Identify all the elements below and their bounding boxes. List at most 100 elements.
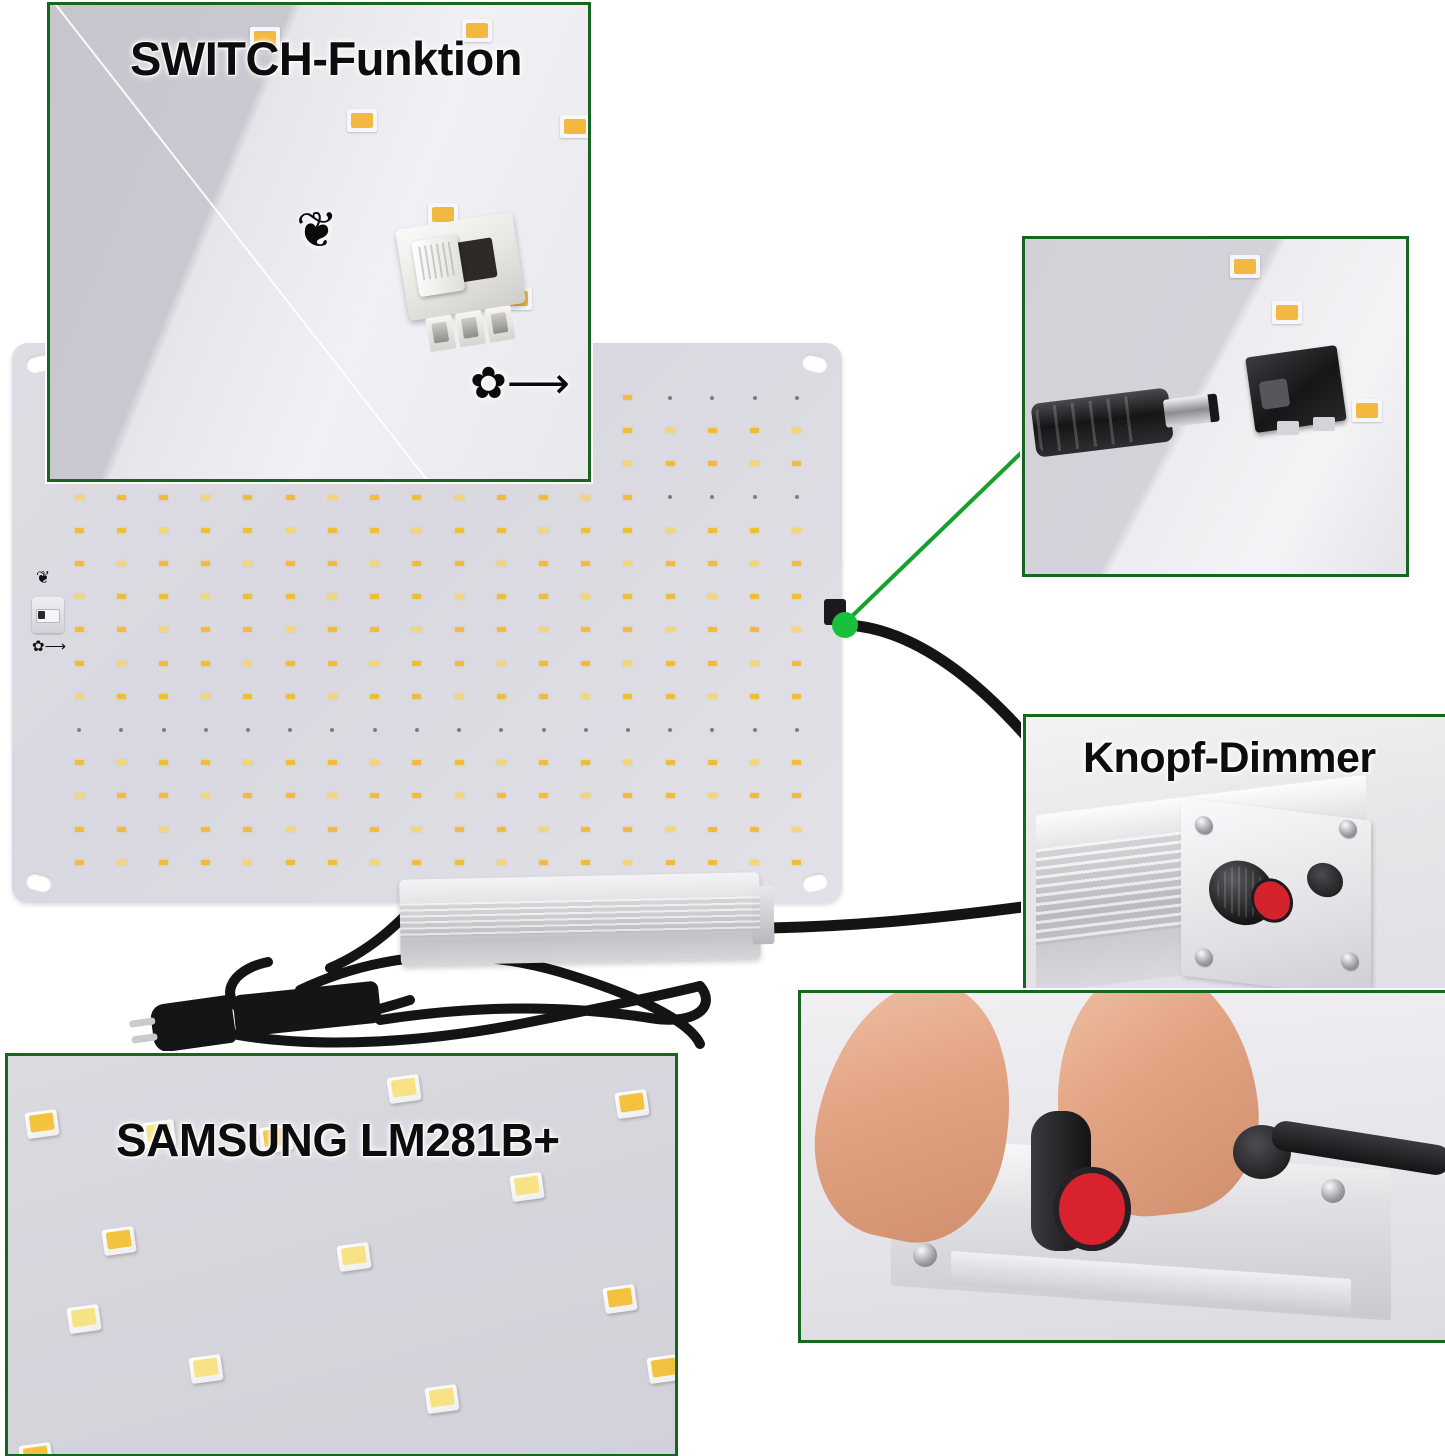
led-diode xyxy=(707,561,717,567)
led-diode xyxy=(665,627,675,633)
led-diode xyxy=(116,627,126,633)
led-diode xyxy=(74,693,84,699)
led-diode xyxy=(752,495,757,500)
led-diode xyxy=(794,395,799,400)
led-diode xyxy=(74,561,84,567)
led-diode xyxy=(159,494,169,500)
solder-pad xyxy=(1277,421,1299,435)
led-diode xyxy=(707,660,717,666)
led-diode xyxy=(623,793,633,799)
switch-lever[interactable] xyxy=(36,609,60,623)
led-diode xyxy=(668,727,673,732)
led-diode xyxy=(159,859,169,865)
led-diode xyxy=(792,527,802,533)
led-diode xyxy=(581,760,591,766)
toggle-switch-closeup[interactable] xyxy=(395,211,535,363)
led-diode xyxy=(412,627,422,633)
veg-bloom-switch[interactable]: ❦ ✿⟶ xyxy=(28,569,78,671)
smd-diode xyxy=(1272,301,1302,324)
led-diode xyxy=(707,793,717,799)
led-diode xyxy=(285,527,295,533)
smd-diode xyxy=(1230,255,1260,278)
led-diode xyxy=(496,527,506,533)
samsung-lm281b-diode xyxy=(646,1353,675,1385)
switch-body[interactable] xyxy=(32,597,64,633)
dimmer-knob[interactable] xyxy=(1031,1111,1131,1261)
led-diode xyxy=(412,793,422,799)
dimmer-knob[interactable] xyxy=(1209,856,1293,935)
leaf-icon: ❦ xyxy=(296,202,338,258)
led-diode xyxy=(496,793,506,799)
solder-pad xyxy=(1313,417,1335,431)
samsung-lm281b-diode xyxy=(24,1108,60,1140)
led-diode xyxy=(794,495,799,500)
inline-power-switch[interactable] xyxy=(232,980,382,1038)
led-diode xyxy=(496,760,506,766)
led-diode xyxy=(581,793,591,799)
led-diode xyxy=(457,727,462,732)
led-diode xyxy=(710,727,715,732)
led-diode xyxy=(581,859,591,865)
led-diode xyxy=(285,594,295,600)
dc-connector-callout xyxy=(1022,236,1409,577)
led-diode xyxy=(243,760,253,766)
led-diode xyxy=(792,760,802,766)
led-diode xyxy=(665,527,675,533)
samsung-lm281b-diode xyxy=(509,1171,545,1203)
switch-pin xyxy=(484,305,516,343)
led-diode xyxy=(116,594,126,600)
led-diode xyxy=(327,826,337,832)
eu-power-plug xyxy=(128,994,237,1054)
led-diode xyxy=(499,727,504,732)
led-diode xyxy=(327,494,337,500)
led-diode xyxy=(243,859,253,865)
led-diode xyxy=(159,826,169,832)
led-diode xyxy=(243,494,253,500)
led-diode xyxy=(750,461,760,467)
led-diode xyxy=(201,561,211,567)
switch-pin xyxy=(455,309,487,348)
samsung-lm281b-diode xyxy=(101,1225,137,1257)
led-diode xyxy=(74,627,84,633)
led-diode xyxy=(370,793,380,799)
flower-arrow-icon: ✿⟶ xyxy=(32,638,67,655)
knob-red-face[interactable] xyxy=(1053,1167,1131,1251)
led-diode xyxy=(159,594,169,600)
led-diode xyxy=(623,527,633,533)
callout-title-switch: SWITCH-Funktion xyxy=(130,32,522,85)
led-diode xyxy=(243,561,253,567)
led-diode xyxy=(285,793,295,799)
driver-end-cap xyxy=(751,885,775,945)
led-diode xyxy=(285,627,295,633)
led-diode xyxy=(623,494,633,500)
led-diode xyxy=(792,859,802,865)
led-diode xyxy=(74,826,84,832)
led-diode xyxy=(370,693,380,699)
led-diode xyxy=(159,660,169,666)
led-diode xyxy=(750,693,760,699)
led-diode xyxy=(623,428,633,434)
led-diode xyxy=(752,727,757,732)
plug-tip xyxy=(1162,393,1220,428)
led-diode xyxy=(794,727,799,732)
led-diode xyxy=(707,826,717,832)
led-diode xyxy=(665,693,675,699)
led-diode xyxy=(372,727,377,732)
led-diode xyxy=(159,760,169,766)
led-diode xyxy=(665,760,675,766)
led-diode xyxy=(792,793,802,799)
led-diode xyxy=(623,627,633,633)
led-diode xyxy=(116,693,126,699)
led-diode xyxy=(792,660,802,666)
led-diode xyxy=(116,826,126,832)
led-diode xyxy=(539,494,549,500)
switch-lever[interactable] xyxy=(411,234,466,298)
screw xyxy=(1321,1179,1345,1203)
led-diode xyxy=(412,760,422,766)
switch-function-callout: ❦ ✿⟶ SWITCH-Funktion xyxy=(47,2,591,482)
led-diode xyxy=(454,594,464,600)
smd-diode xyxy=(462,19,492,42)
screw xyxy=(1341,950,1359,972)
led-diode xyxy=(370,594,380,600)
led-diode xyxy=(539,594,549,600)
